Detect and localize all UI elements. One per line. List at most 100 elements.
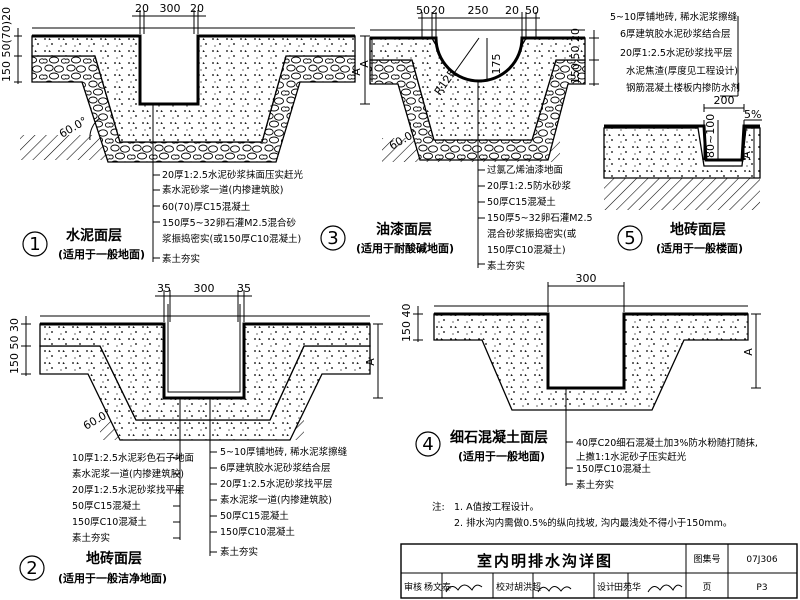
- dim-d4-A: A: [742, 348, 755, 356]
- note-d1-1: 素水泥砂浆一道(内掺建筑胶): [162, 184, 283, 196]
- atlas-label: 图集号: [693, 553, 720, 565]
- atlas-number: 07J306: [746, 555, 778, 565]
- tile-finish: [604, 124, 760, 162]
- note-d2-r6: 素土夯实: [220, 546, 258, 558]
- detail-4-title: 细石混凝土面层: [450, 429, 548, 446]
- note-d3-1: 20厚1:2.5防水砂浆: [487, 180, 571, 192]
- detail-1: 20 300 20 150 50(70)20 A 60.0° 20厚1:2.5水…: [0, 2, 370, 265]
- note-d2-r5: 150厚C10混凝土: [220, 526, 295, 538]
- dim-d3-175: 175: [490, 54, 503, 75]
- dim-d2-35a: 35: [157, 282, 171, 295]
- note-d2-r3: 素水泥浆一道(内掺建筑胶): [220, 494, 332, 506]
- note-d4-3: 素土夯实: [576, 479, 614, 491]
- note-d5-3: 水泥焦渣(厚度见工程设计): [626, 65, 738, 77]
- dim-d2-300: 300: [194, 282, 215, 295]
- note-d4-1: 上撒1:1水泥砂子压实赶光: [576, 451, 687, 463]
- design-signature: [647, 584, 683, 593]
- note-d3-5: 150厚C10混凝土): [487, 244, 566, 256]
- detail-2-title: 地砖面层: [86, 550, 142, 567]
- drawing-title: 室内明排水沟详图: [477, 552, 613, 570]
- review-signature: [445, 584, 483, 593]
- footnote-line-2: 2. 排水沟内需做0.5%的纵向找坡, 沟内最浅处不得小于150mm。: [454, 517, 732, 529]
- note-d2-l4: 150厚C10混凝土: [72, 516, 147, 528]
- detail-3-subtitle: (适用于耐酸碱地面): [356, 241, 454, 255]
- dim-d3-A: A: [358, 60, 371, 68]
- paint-finish: [370, 36, 585, 83]
- detail-4-number: 4: [422, 434, 433, 455]
- design-name: 田苑华: [614, 581, 641, 593]
- note-d5-0: 5~10厚铺地砖, 稀水泥浆擦缝: [610, 11, 738, 23]
- note-d3-0: 过氯乙烯油漆地面: [487, 164, 563, 176]
- dim-d3-250: 250: [468, 4, 489, 17]
- note-d1-0: 20厚1:2.5水泥砂浆抹面压实赶光: [162, 169, 303, 181]
- note-d2-r4: 50厚C15混凝土: [220, 510, 289, 522]
- screed-layer: [603, 127, 761, 179]
- dim-d5-slope: 5%: [744, 108, 761, 121]
- dim-d1-A: A: [350, 68, 363, 76]
- detail-1-subtitle: (适用于一般地面): [58, 247, 145, 261]
- note-d3-6: 素土夯实: [487, 260, 525, 272]
- detail-2-number: 2: [26, 558, 37, 579]
- dim-d3-20a: 20: [431, 4, 445, 17]
- note-d2-l0: 10厚1:2.5水泥彩色石子地面: [72, 452, 194, 464]
- dim-d1-20a: 20: [135, 2, 149, 15]
- check-label: 校对: [496, 581, 514, 593]
- dim-d2-vert: 150 50 30: [8, 318, 21, 374]
- detail-5-title: 地砖面层: [670, 221, 726, 238]
- note-d5-4: 钢筋混凝土楼板内掺防水剂: [626, 82, 740, 94]
- note-d2-l3: 50厚C15混凝土: [72, 500, 141, 512]
- note-d4-2: 150厚C10混凝土: [576, 463, 651, 475]
- note-d1-3: 150厚5~32卵石灌M2.5混合砂: [162, 217, 297, 229]
- c10-concrete: [433, 313, 749, 411]
- dim-d3-50b: 50: [525, 4, 539, 17]
- dim-d3-50: 50: [416, 4, 430, 17]
- check-name: 胡洪超: [514, 581, 541, 593]
- dim-d2-A: A: [364, 358, 377, 366]
- note-d2-l2: 20厚1:2.5水泥砂浆找平层: [72, 484, 184, 496]
- detail-5-subtitle: (适用于一般楼面): [656, 241, 743, 255]
- note-d1-4: 浆振捣密实(或150厚C10混凝土): [162, 233, 301, 245]
- check-signature: [537, 586, 572, 593]
- review-label: 审核: [404, 581, 422, 593]
- note-d2-r0: 5~10厚铺地砖, 稀水泥浆擦缝: [220, 446, 348, 458]
- page-label: 页: [702, 582, 711, 593]
- note-d3-3: 150厚5~32卵石灌M2.5: [487, 212, 593, 224]
- detail-2-circle: [19, 555, 45, 581]
- detail-3-title: 油漆面层: [376, 221, 432, 238]
- detail-3-number: 3: [327, 228, 338, 249]
- note-d3-4: 混合砂浆振捣密实(或: [487, 228, 577, 240]
- dim-d3-vert: 150 50 20: [569, 28, 582, 84]
- note-d2-r1: 6厚建筑胶水泥砂浆结合层: [220, 462, 331, 474]
- detail-4-circle: [415, 431, 441, 457]
- detail-4: 300 150 40 A 40厚C20细石混凝土加3%防水粉随打随抹, 上撒1:…: [400, 272, 761, 491]
- detail-2: 35 300 35 150 50 30 A 60.0° 10厚1:2.5水泥彩色…: [8, 282, 383, 585]
- fine-concrete-finish: [434, 312, 748, 390]
- detail-5-number: 5: [624, 228, 635, 249]
- detail-1-number: 1: [29, 234, 40, 255]
- footnote-label: 注:: [432, 501, 445, 513]
- slab-hatch: [604, 178, 760, 210]
- detail-2-subtitle: (适用于一般洁净地面): [58, 571, 167, 585]
- detail-5-circle: [617, 225, 643, 251]
- note-d1-5: 素土夯实: [162, 253, 200, 265]
- dim-d1-300: 300: [160, 2, 181, 15]
- footnote-line-1: 1. A值按工程设计。: [454, 501, 539, 513]
- detail-1-circle: [22, 231, 48, 257]
- title-block: 室内明排水沟详图 图集号 07J306 审核 杨文泰 校对 胡洪超 设计 田苑华…: [400, 543, 798, 599]
- note-d2-r2: 20厚1:2.5水泥砂浆找平层: [220, 478, 332, 490]
- note-d1-2: 60(70)厚C15混凝土: [162, 201, 251, 213]
- review-name: 杨文泰: [424, 581, 451, 593]
- dim-d4-vert: 150 40: [400, 304, 413, 343]
- page-number: P3: [756, 583, 767, 593]
- dim-d5-200: 200: [714, 94, 735, 107]
- note-d5-2: 20厚1:2.5水泥砂浆找平层: [620, 47, 732, 59]
- mortar-finish: [32, 34, 355, 106]
- footnote: 注: 1. A值按工程设计。 2. 排水沟内需做0.5%的纵向找坡, 沟内最浅处…: [432, 501, 732, 529]
- dim-d4-300: 300: [576, 272, 597, 285]
- dim-d2-35b: 35: [237, 282, 251, 295]
- detail-3: 50 20 250 20 50 R125 175 150 50 20 A 60.…: [320, 4, 599, 272]
- dim-d1-vert: 150 50(70)20: [0, 7, 13, 82]
- detail-3-circle: [320, 225, 346, 251]
